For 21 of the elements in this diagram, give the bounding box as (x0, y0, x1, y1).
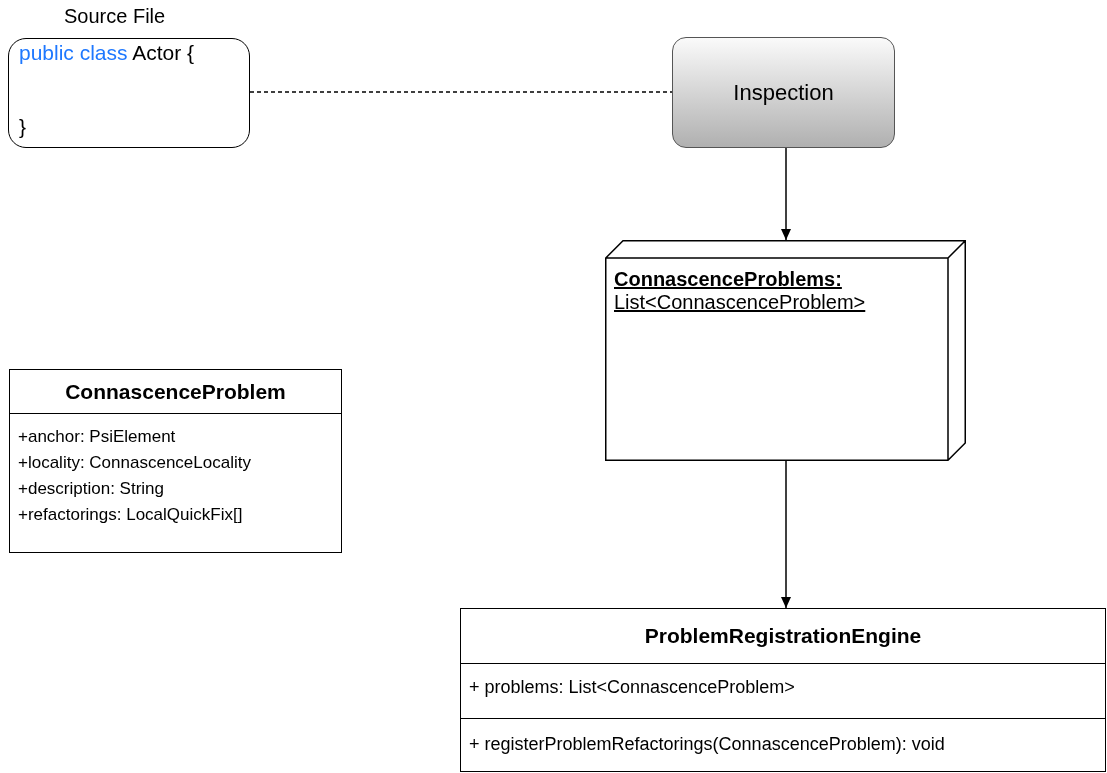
arrow (781, 147, 791, 241)
process-box (672, 37, 895, 148)
class-box (9, 369, 342, 553)
class-attribute: +refactorings: LocalQuickFix[] (18, 505, 243, 525)
heading-label: Source File (64, 5, 166, 28)
code-keyword: public class (19, 41, 128, 64)
class-attribute: +description: String (18, 479, 164, 499)
class-method: + registerProblemRefactorings(ConnascenceProblem): void (469, 734, 945, 755)
arrow (781, 460, 791, 609)
class-attribute: + problems: List<ConnascenceProblem> (469, 677, 795, 698)
object-name: ConnascenceProblems: (614, 268, 842, 291)
object-type: List<ConnascenceProblem> (614, 291, 866, 314)
class-box (460, 608, 1106, 772)
connector-line (249, 91, 673, 93)
node-label: Inspection (733, 79, 834, 106)
class-attribute: +locality: ConnascenceLocality (18, 453, 251, 473)
class-attribute: +anchor: PsiElement (18, 427, 176, 447)
class-name: ProblemRegistrationEngine (643, 624, 923, 648)
code-text: } (19, 115, 26, 139)
class-name: ConnascenceProblem (64, 379, 287, 404)
code-text: Actor { (132, 41, 195, 64)
